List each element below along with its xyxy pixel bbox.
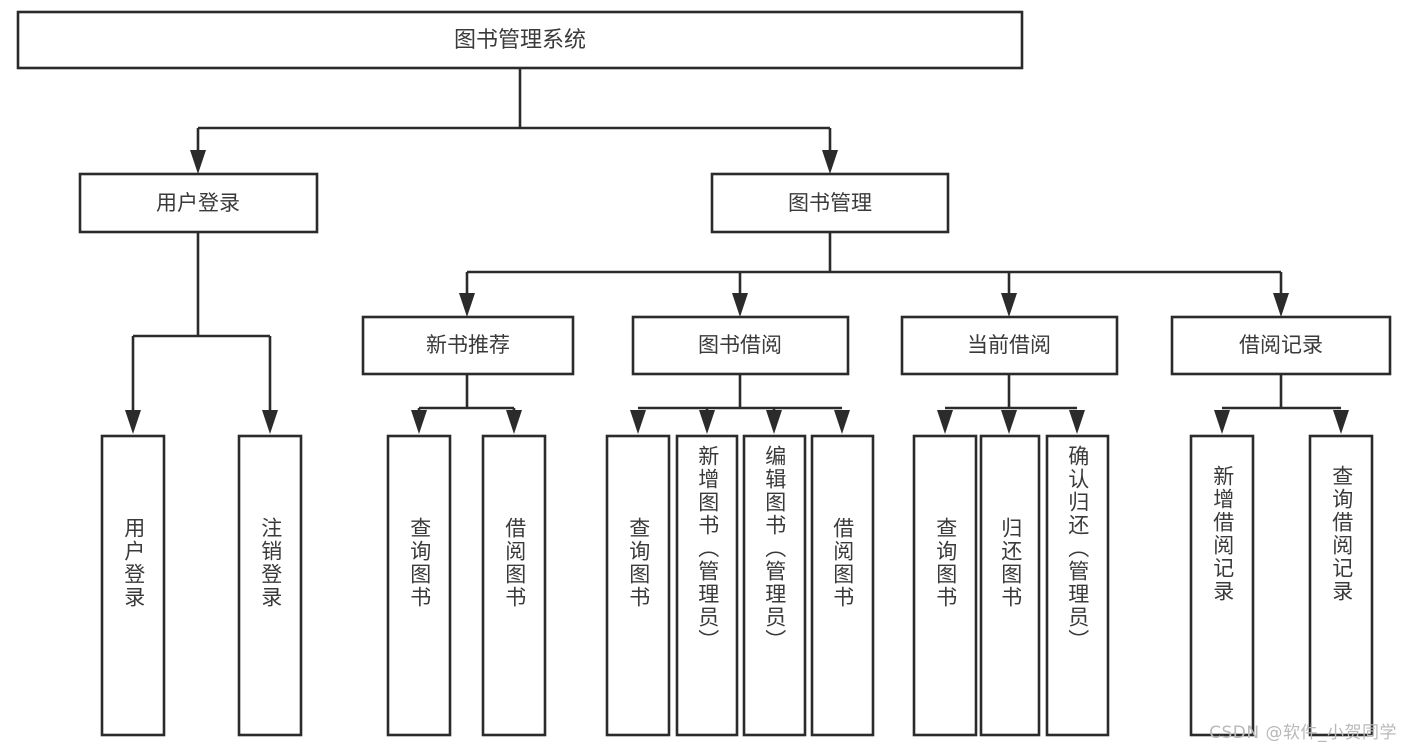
connector-layer xyxy=(125,68,1349,434)
node-borrow-record-label: 借阅记录 xyxy=(1239,333,1323,357)
arrow-newbook-leaf-1 xyxy=(411,410,427,434)
node-current-borrow[interactable] xyxy=(900,315,1119,376)
arrow-borrowrecord-leaf-1 xyxy=(1214,410,1230,434)
node-leaf-borrow-record-1[interactable] xyxy=(1189,434,1255,737)
node-leaf-current-borrow-2[interactable] xyxy=(979,434,1041,737)
arrow-borrowrecord-leaf-2 xyxy=(1333,410,1349,434)
arrow-bookborrow-leaf-1 xyxy=(630,410,646,434)
node-current-borrow-label: 当前借阅 xyxy=(967,333,1051,357)
arrow-userlogin-leaf-2 xyxy=(262,410,278,434)
arrow-to-borrowrecord xyxy=(1273,293,1289,317)
node-book-manage[interactable] xyxy=(710,172,950,234)
arrow-bookborrow-leaf-3 xyxy=(766,410,782,434)
arrow-userlogin-leaf-1 xyxy=(125,410,141,434)
arrow-to-newbook xyxy=(459,293,475,317)
node-leaf-new-book-1[interactable] xyxy=(386,434,452,737)
node-leaf-current-borrow-1[interactable] xyxy=(912,434,978,737)
node-book-manage-label: 图书管理 xyxy=(788,191,872,215)
arrow-currentborrow-leaf-2 xyxy=(1001,410,1017,434)
csdn-watermark: CSDN @软件_小贺同学 xyxy=(1209,723,1397,743)
node-new-book-recommend-label: 新书推荐 xyxy=(426,333,510,357)
node-book-borrow[interactable] xyxy=(631,315,850,376)
node-leaf-new-book-2[interactable] xyxy=(481,434,547,737)
node-new-book-recommend[interactable] xyxy=(361,315,575,376)
node-root[interactable] xyxy=(16,10,1024,70)
arrow-to-user-login xyxy=(190,150,206,174)
arrow-to-book-manage xyxy=(822,150,838,174)
arrow-bookborrow-leaf-2 xyxy=(699,410,715,434)
node-leaf-user-login-1[interactable] xyxy=(100,434,166,737)
node-leaf-book-borrow-1[interactable] xyxy=(605,434,671,737)
node-leaf-current-borrow-3[interactable] xyxy=(1045,434,1110,737)
arrow-to-currentborrow xyxy=(1001,293,1017,317)
arrow-bookborrow-leaf-4 xyxy=(834,410,850,434)
node-leaf-borrow-record-2[interactable] xyxy=(1308,434,1374,737)
node-leaf-book-borrow-2[interactable] xyxy=(675,434,739,737)
node-borrow-record[interactable] xyxy=(1170,315,1392,376)
arrow-to-bookborrow xyxy=(732,293,748,317)
node-root-label: 图书管理系统 xyxy=(454,28,586,53)
node-leaf-book-borrow-3[interactable] xyxy=(742,434,807,737)
arrow-currentborrow-leaf-1 xyxy=(937,410,953,434)
node-leaf-book-borrow-4[interactable] xyxy=(810,434,875,737)
node-leaf-user-login-2[interactable] xyxy=(237,434,303,737)
node-layer: 图书管理系统 用户登录 图书管理 新书推荐 图书借阅 当前借阅 借阅记录 xyxy=(16,10,1392,737)
node-user-login-label: 用户登录 xyxy=(156,191,240,215)
node-book-borrow-label: 图书借阅 xyxy=(698,333,782,357)
arrow-newbook-leaf-2 xyxy=(506,410,522,434)
node-user-login[interactable] xyxy=(78,172,319,234)
arrow-currentborrow-leaf-3 xyxy=(1069,410,1085,434)
